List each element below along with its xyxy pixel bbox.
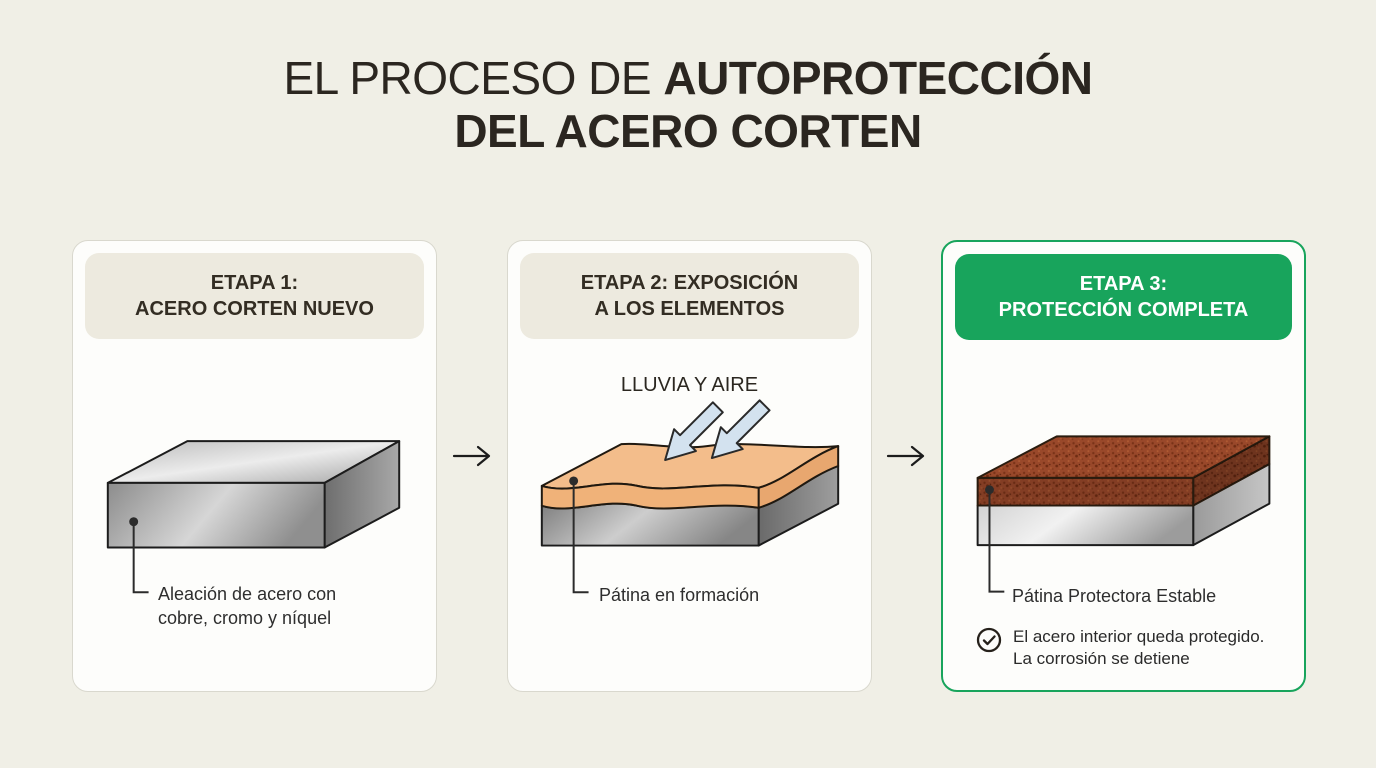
callout-line — [988, 489, 1005, 593]
protection-note-text: El acero interior queda protegido. La co… — [1013, 627, 1265, 668]
stage-3-header: ETAPA 3: PROTECCIÓN COMPLETA — [955, 254, 1292, 340]
right-arrow-icon — [886, 445, 925, 467]
stage-2-header: ETAPA 2: EXPOSICIÓN A LOS ELEMENTOS — [520, 253, 859, 339]
title-line-2: DEL ACERO CORTEN — [454, 105, 922, 158]
down-left-arrow-icon — [664, 399, 771, 462]
protection-note: El acero interior queda protegido. La co… — [976, 626, 1290, 669]
callout-line — [572, 480, 589, 594]
rain-air-label: LLUVIA Y AIRE — [620, 374, 759, 396]
callout-line — [132, 521, 149, 594]
stage-3-callout-label: Pátina Protectora Estable — [1012, 586, 1217, 606]
rust-block-illustration — [976, 435, 1271, 593]
stage-card-2: ETAPA 2: EXPOSICIÓN A LOS ELEMENTOS LLUV… — [507, 240, 872, 692]
stage-1-callout-label: Aleación de acero con cobre, cromo y níq… — [158, 584, 337, 628]
stage-card-3: ETAPA 3: PROTECCIÓN COMPLETA — [941, 240, 1306, 692]
page-title: EL PROCESO DE AUTOPROTECCIÓN DEL ACERO C… — [0, 52, 1376, 159]
stage-card-1: ETAPA 1: ACERO CORTEN NUEVO — [72, 240, 437, 692]
right-arrow-icon — [452, 445, 491, 467]
check-circle-icon — [976, 627, 1002, 653]
stage-1-header: ETAPA 1: ACERO CORTEN NUEVO — [85, 253, 424, 339]
steel-block-illustration — [106, 440, 401, 594]
title-line-1: EL PROCESO DE AUTOPROTECCIÓN — [283, 52, 1093, 104]
patina-block-illustration — [540, 399, 840, 594]
stage-2-callout-label: Pátina en formación — [599, 585, 760, 605]
